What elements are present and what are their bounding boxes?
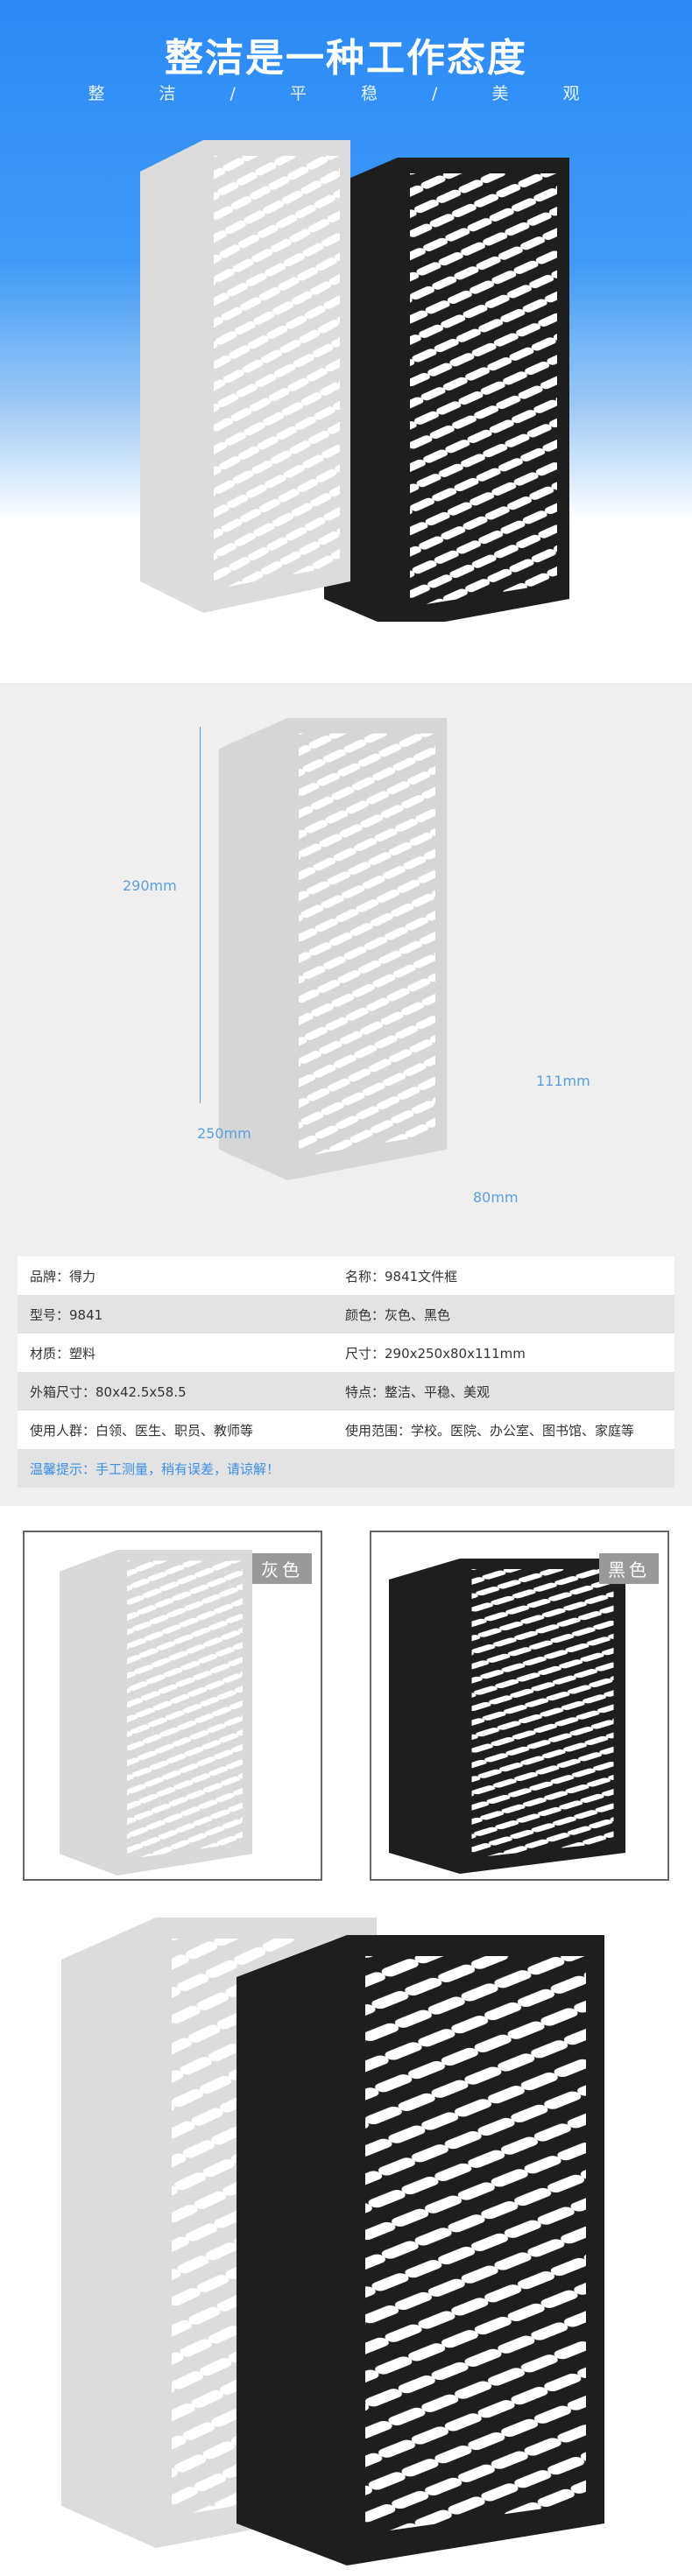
spec-row: 品牌：得力 名称：9841文件框: [18, 1256, 674, 1295]
spec-brand: 品牌：得力: [30, 1268, 96, 1284]
front-height-label: 111mm: [536, 1073, 590, 1089]
spec-row: 材质：塑料 尺寸：290x250x80x111mm: [18, 1334, 674, 1372]
spec-carton: 外箱尺寸：80x42.5x58.5: [30, 1383, 187, 1400]
length-label: 250mm: [197, 1125, 251, 1142]
spec-table: 品牌：得力 名称：9841文件框 型号：9841 颜色：灰色、黑色 材质：塑料 尺寸：…: [18, 1256, 674, 1488]
product-dimension-image: [219, 718, 447, 1180]
hero-banner: 整洁是一种工作态度 整 洁 / 平 稳 / 美 观: [0, 0, 692, 652]
spec-color: 颜色：灰色、黑色: [345, 1306, 451, 1323]
height-label: 290mm: [123, 877, 177, 894]
spec-users: 使用人群：白领、医生、职员、教师等: [30, 1422, 254, 1439]
spec-row: 外箱尺寸：80x42.5x58.5 特点：整洁、平稳、美观: [18, 1372, 674, 1411]
product-closeup-image: [61, 1918, 604, 2565]
product-image-pair: [140, 140, 569, 622]
hero-subtitle: 整 洁 / 平 稳 / 美 观: [88, 84, 604, 103]
width-label: 80mm: [473, 1189, 519, 1206]
spec-size: 尺寸：290x250x80x111mm: [345, 1345, 526, 1362]
black-box-image: [389, 1559, 625, 1874]
hero-title: 整洁是一种工作态度: [165, 36, 527, 81]
black-color-card: 黑色: [370, 1531, 669, 1881]
spec-features: 特点：整洁、平稳、美观: [345, 1383, 491, 1400]
height-line: [200, 727, 201, 1103]
spec-name: 名称：9841文件框: [345, 1268, 458, 1284]
tip-row: 温馨提示：手工测量，稍有误差，请谅解！: [18, 1449, 674, 1488]
black-label: 黑色: [599, 1553, 659, 1584]
spec-material: 材质：塑料: [30, 1345, 96, 1362]
gray-box-image: [60, 1550, 252, 1876]
spec-scope: 使用范围：学校。医院、办公室、图书馆、家庭等: [345, 1422, 635, 1439]
gray-color-card: 灰色: [23, 1531, 322, 1881]
spec-row: 使用人群：白领、医生、职员、教师等 使用范围：学校。医院、办公室、图书馆、家庭等: [18, 1411, 674, 1449]
tip-text: 温馨提示：手工测量，稍有误差，请谅解！: [30, 1460, 280, 1477]
spec-model: 型号：9841: [30, 1306, 103, 1323]
spec-row: 型号：9841 颜色：灰色、黑色: [18, 1295, 674, 1334]
gray-label: 灰色: [252, 1553, 312, 1584]
